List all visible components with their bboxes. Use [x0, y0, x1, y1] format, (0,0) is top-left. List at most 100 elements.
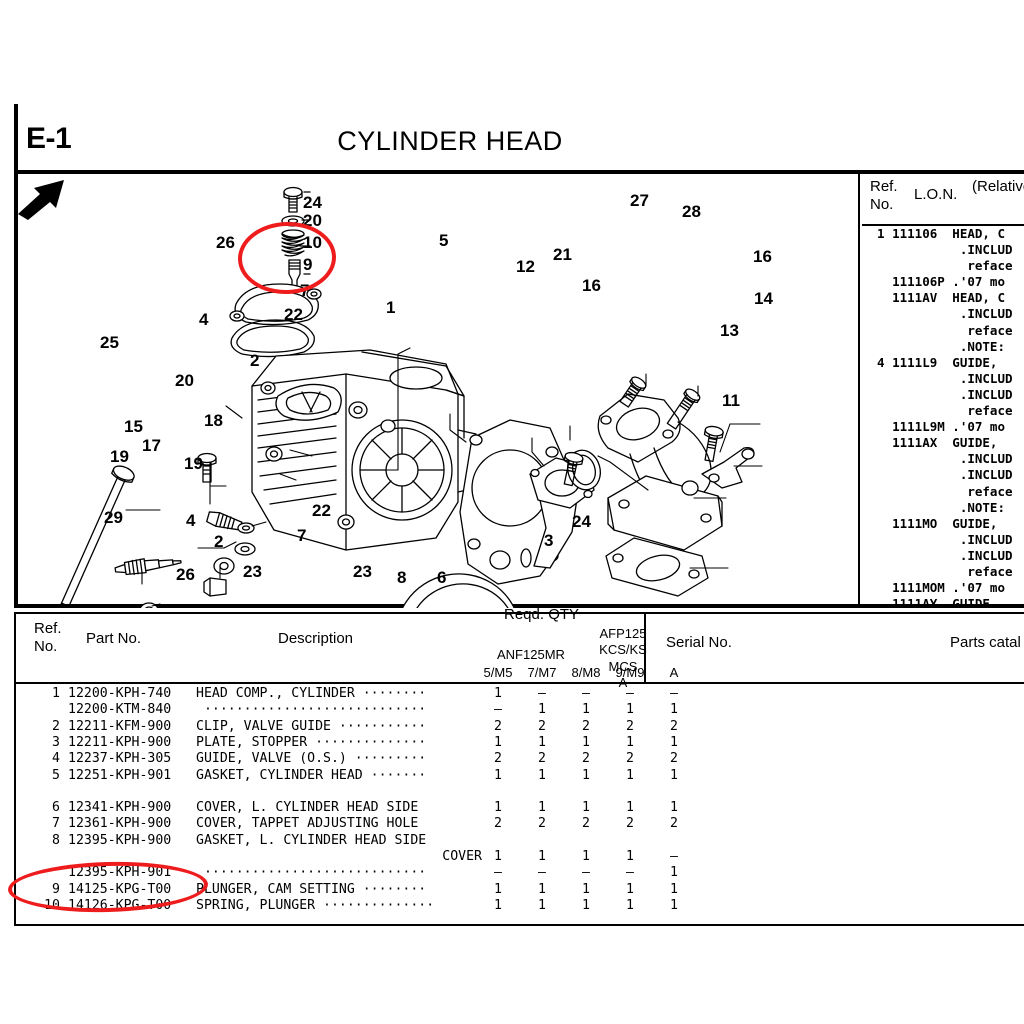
diagram-callout-23: 23: [353, 562, 372, 581]
diagram-callout-5: 5: [439, 231, 449, 250]
table-row[interactable]: 12395-KPH-901 ··························…: [14, 865, 1024, 881]
cell-qty-7-M7: 1: [538, 800, 546, 816]
cell-qty-5-M5: 1: [494, 686, 502, 701]
diagram-callout-11: 11: [722, 391, 740, 410]
lon-row: .INCLUD: [862, 451, 1013, 467]
cell-ref-no: 6: [52, 800, 60, 816]
lon-row: .NOTE:: [862, 499, 1005, 515]
table-row[interactable]: 12200-KTM-840 ··························…: [14, 702, 1024, 718]
cell-qty-5-M5: 1: [494, 767, 502, 783]
col-header-reqd-qty: Reqd. QTY: [504, 606, 580, 623]
lon-row: 1111AX GUIDE,: [862, 435, 1005, 451]
cell-part-no: 12211-KFM-900: [68, 718, 172, 734]
lon-row: 1111MOM .'07 mo: [862, 580, 1005, 596]
page-title: CYLINDER HEAD: [337, 126, 563, 156]
cell-qty-8-M8: 2: [582, 751, 590, 767]
diagram-callout-26: 26: [176, 565, 195, 584]
cell-qty-8-M8: 1: [582, 800, 590, 816]
table-row[interactable]: 10 14126-KPG-T00 SPRING, PLUNGER ·········…: [14, 898, 1024, 914]
cell-qty-5-M5: 2: [494, 751, 502, 767]
diagram-callout-19: 19: [110, 447, 129, 466]
cell-qty-9-M9: 1: [626, 734, 634, 750]
parts-table-header: Ref.No. Part No. Description Reqd. QTY A…: [14, 606, 1024, 690]
cell-qty-A: 1: [670, 734, 678, 750]
cell-qty-7-M7: 1: [538, 734, 546, 750]
diagram-callout-2: 2: [214, 532, 224, 551]
table-top-rule: [14, 612, 1024, 614]
cell-qty-8-M8: 2: [582, 816, 590, 832]
cell-qty-A: –: [670, 849, 678, 864]
lon-row: reface: [862, 322, 1013, 338]
exploded-parts-diagram: FR. KTM8−E0100 2420109267224151221272816…: [14, 174, 859, 608]
cell-description: HEAD COMP., CYLINDER ········: [196, 686, 427, 701]
cell-description: COVER, TAPPET ADJUSTING HOLE: [196, 816, 419, 832]
cell-qty-9-M9: 1: [626, 800, 634, 816]
frame-header-rule: [14, 170, 1024, 174]
diagram-callout-20: 20: [175, 371, 194, 390]
diagram-callout-22: 22: [284, 305, 303, 324]
cell-qty-A: 1: [670, 702, 678, 718]
cell-qty-5-M5: 1: [494, 881, 502, 897]
diagram-callout-12: 12: [516, 257, 535, 276]
cell-qty-7-M7: 1: [538, 702, 546, 718]
cell-ref-no: 10: [44, 897, 60, 913]
cell-qty-A: 2: [670, 751, 678, 767]
lon-row: .NOTE:: [862, 338, 1005, 354]
cell-part-no: 12251-KPH-901: [68, 767, 172, 783]
col-header-part-no: Part No.: [86, 630, 142, 647]
cell-part-no: 12237-KPH-305: [68, 751, 172, 767]
diagram-callout-9: 9: [303, 255, 313, 274]
cell-qty-9-M9: 1: [626, 767, 634, 783]
cell-ref-no: 8: [52, 832, 60, 848]
cell-description: SPRING, PLUNGER ··············: [196, 897, 435, 913]
lon-panel-header: Ref.No. L.O.N. (Relative: [862, 174, 1024, 224]
cell-part-no: 12341-KPH-900: [68, 800, 172, 816]
diagram-callout-8: 8: [397, 568, 407, 587]
cell-qty-5-M5: 1: [494, 849, 502, 864]
cell-qty-8-M8: 1: [582, 897, 590, 913]
lon-row: 1111L9M .'07 mo: [862, 419, 1005, 435]
cell-qty-8-M8: 1: [582, 767, 590, 783]
cell-qty-8-M8: –: [582, 865, 590, 881]
lon-row: .INCLUD: [862, 386, 1013, 402]
cell-qty-5-M5: 2: [494, 816, 502, 832]
diagram-callout-1: 1: [386, 298, 396, 317]
cell-description: COVER: [442, 849, 482, 864]
lon-row: reface: [862, 403, 1013, 419]
lon-row: reface: [862, 483, 1013, 499]
cell-part-no: 14126-KPG-T00: [68, 897, 172, 913]
cell-description: GASKET, L. CYLINDER HEAD SIDE: [196, 832, 427, 848]
lon-reference-panel: Ref.No. L.O.N. (Relative 1 111106 HEAD, …: [862, 174, 1024, 608]
diagram-callout-15: 15: [124, 417, 143, 436]
cell-qty-5-M5: 1: [494, 734, 502, 750]
cell-qty-7-M7: 2: [538, 718, 546, 734]
table-header-rule: [14, 682, 1024, 684]
cell-qty-5-M5: 2: [494, 718, 502, 734]
cell-qty-5-M5: 1: [494, 800, 502, 816]
cell-qty-A: 2: [670, 816, 678, 832]
lon-row: 4 1111L9 GUIDE,: [862, 354, 1005, 370]
qty-col-header-9-M9: 9/M9: [615, 665, 645, 680]
cell-part-no: 12361-KPH-900: [68, 816, 172, 832]
cell-qty-8-M8: 1: [582, 849, 590, 864]
cell-qty-A: 1: [670, 767, 678, 783]
diagram-callout-21: 21: [553, 245, 572, 264]
cell-ref-no: 5: [52, 767, 60, 783]
diagram-callout-29: 29: [104, 508, 123, 527]
cell-qty-9-M9: 1: [626, 897, 634, 913]
table-bottom-rule: [14, 924, 1024, 926]
diagram-callout-23: 23: [243, 562, 262, 581]
diagram-callout-19: 19: [184, 454, 203, 473]
lon-row: .INCLUD: [862, 242, 1013, 258]
